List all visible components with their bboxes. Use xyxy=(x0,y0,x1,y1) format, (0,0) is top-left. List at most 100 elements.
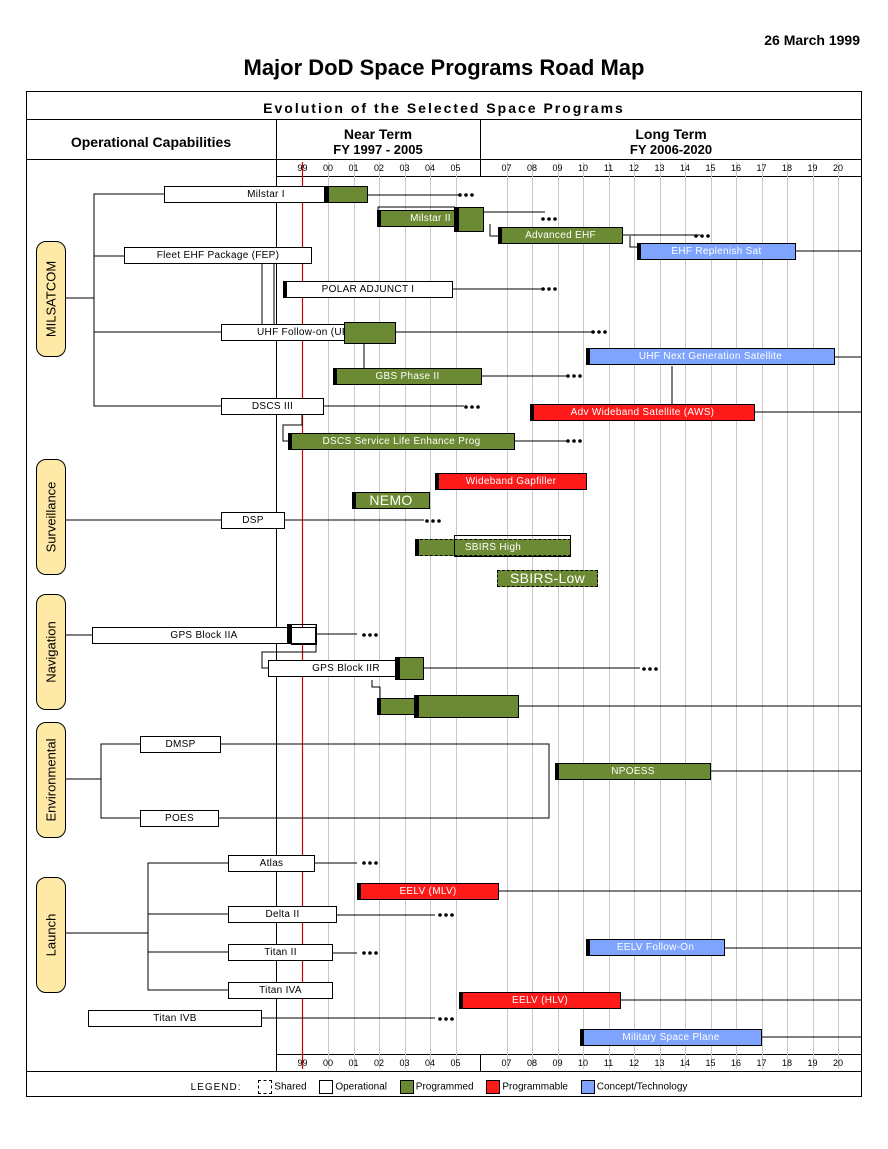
program-milstar-ii: Milstar II xyxy=(377,210,484,227)
year-tick: 01 xyxy=(348,163,359,173)
category-label: Environmental xyxy=(43,738,59,822)
category-navigation: Navigation xyxy=(36,594,66,710)
legend-item-concept: Concept/Technology xyxy=(580,1080,688,1094)
year-tick: 99 xyxy=(297,1058,308,1068)
legend-item-programmable: Programmable xyxy=(486,1080,568,1094)
category-environmental: Environmental xyxy=(36,722,66,838)
program-titan-iva: Titan IVA xyxy=(228,982,333,999)
year-tick: 02 xyxy=(373,1058,384,1068)
evolution-header: Evolution of the Selected Space Programs xyxy=(263,100,625,116)
year-tick: 05 xyxy=(450,1058,461,1068)
program-gps-block-iir: GPS Block IIR xyxy=(268,660,424,677)
year-tick: 11 xyxy=(603,163,614,173)
program-nemo: NEMO xyxy=(352,492,430,509)
near-term-fy: FY 1997 - 2005 xyxy=(333,142,423,157)
legend-label: Shared xyxy=(274,1081,307,1093)
year-tick: 04 xyxy=(424,163,435,173)
program-sbirs-high: SBIRS High xyxy=(415,539,571,556)
year-tick: 03 xyxy=(399,1058,410,1068)
program-eelv-mlv: EELV (MLV) xyxy=(357,883,499,900)
year-tick: 13 xyxy=(654,163,665,173)
program-dscs-iii: DSCS III xyxy=(221,398,324,415)
category-label: Surveillance xyxy=(43,481,59,553)
year-tick: 99 xyxy=(297,163,308,173)
year-tick: 19 xyxy=(807,1058,818,1068)
program-military-space-plane: Military Space Plane xyxy=(580,1029,762,1046)
program-dmsp: DMSP xyxy=(140,736,221,753)
year-tick: 01 xyxy=(348,1058,359,1068)
year-tick: 14 xyxy=(679,1058,690,1068)
program-aws: Adv Wideband Satellite (AWS) xyxy=(530,404,755,421)
legend-swatch-operational xyxy=(319,1080,334,1094)
legend-label: Concept/Technology xyxy=(596,1081,688,1093)
year-tick: 08 xyxy=(526,163,537,173)
year-tick: 09 xyxy=(552,1058,563,1068)
program-dsp: DSP xyxy=(221,512,285,529)
program-atlas: Atlas xyxy=(228,855,315,872)
program-titan-ivb: Titan IVB xyxy=(88,1010,262,1027)
program-delta-ii: Delta II xyxy=(228,906,337,923)
year-tick: 18 xyxy=(781,1058,792,1068)
year-tick: 17 xyxy=(756,163,767,173)
category-surveillance: Surveillance xyxy=(36,459,66,575)
long-term-header: Long Term xyxy=(635,126,707,142)
legend-title: LEGEND: xyxy=(190,1081,242,1093)
year-tick: 18 xyxy=(781,163,792,173)
year-tick: 00 xyxy=(322,163,333,173)
category-label: MILSATCOM xyxy=(43,260,59,338)
legend-label: Programmable xyxy=(502,1081,568,1093)
year-tick: 00 xyxy=(322,1058,333,1068)
program-titan-ii: Titan II xyxy=(228,944,333,961)
category-milsatcom: MILSATCOM xyxy=(36,241,66,357)
year-tick: 19 xyxy=(807,163,818,173)
document-date: 26 March 1999 xyxy=(764,32,860,48)
legend-item-operational: Operational xyxy=(319,1080,387,1094)
legend-label: Operational xyxy=(335,1081,388,1093)
year-tick: 09 xyxy=(552,163,563,173)
program-advanced-ehf: Advanced EHF xyxy=(498,227,623,244)
year-tick: 02 xyxy=(373,163,384,173)
program-polar-adjunct-i: POLAR ADJUNCT I xyxy=(283,281,453,298)
year-tick: 16 xyxy=(730,1058,741,1068)
program-dscs-slep: DSCS Service Life Enhance Prog xyxy=(288,433,515,450)
year-tick: 16 xyxy=(730,163,741,173)
year-tick: 05 xyxy=(450,163,461,173)
category-label: Navigation xyxy=(43,621,59,683)
year-tick: 12 xyxy=(628,163,639,173)
year-tick: 15 xyxy=(705,1058,716,1068)
program-eelv-follow-on: EELV Follow-On xyxy=(586,939,725,956)
program-gbs-phase-ii: GBS Phase II xyxy=(333,368,482,385)
year-tick: 04 xyxy=(424,1058,435,1068)
year-tick: 07 xyxy=(501,1058,512,1068)
program-milstar-i: Milstar I xyxy=(164,186,368,203)
program-npoess: NPOESS xyxy=(555,763,711,780)
legend-item-programmed: Programmed xyxy=(399,1080,474,1094)
operational-capabilities-header: Operational Capabilities xyxy=(70,134,232,150)
year-tick: 13 xyxy=(654,1058,665,1068)
year-tick: 15 xyxy=(705,163,716,173)
year-tick: 20 xyxy=(832,163,843,173)
legend-swatch-programmable xyxy=(486,1080,501,1094)
program-poes: POES xyxy=(140,810,219,827)
year-tick: 10 xyxy=(577,163,588,173)
near-term-header: Near Term xyxy=(343,126,413,142)
program-gps-block-iia: GPS Block IIA xyxy=(92,627,316,644)
program-uhf-next-generation: UHF Next Generation Satellite xyxy=(586,348,835,365)
program-uhf-follow-on: UHF Follow-on (UFO) xyxy=(221,324,396,341)
year-tick: 08 xyxy=(526,1058,537,1068)
page-title: Major DoD Space Programs Road Map xyxy=(243,55,645,80)
year-tick: 10 xyxy=(577,1058,588,1068)
category-launch: Launch xyxy=(36,877,66,993)
program-ehf-replenish-sat: EHF Replenish Sat xyxy=(637,243,796,260)
year-tick: 14 xyxy=(679,163,690,173)
legend-swatch-programmed xyxy=(399,1080,414,1094)
legend: LEGEND: Shared Operational Programmed Pr… xyxy=(0,1080,888,1094)
program-eelv-hlv: EELV (HLV) xyxy=(459,992,621,1009)
year-tick: 11 xyxy=(603,1058,614,1068)
program-wideband-gapfiller: Wideband Gapfiller xyxy=(435,473,587,490)
legend-swatch-shared xyxy=(258,1080,273,1094)
year-tick: 03 xyxy=(399,163,410,173)
year-tick: 07 xyxy=(501,163,512,173)
program-fleet-ehf-package: Fleet EHF Package (FEP) xyxy=(124,247,312,264)
